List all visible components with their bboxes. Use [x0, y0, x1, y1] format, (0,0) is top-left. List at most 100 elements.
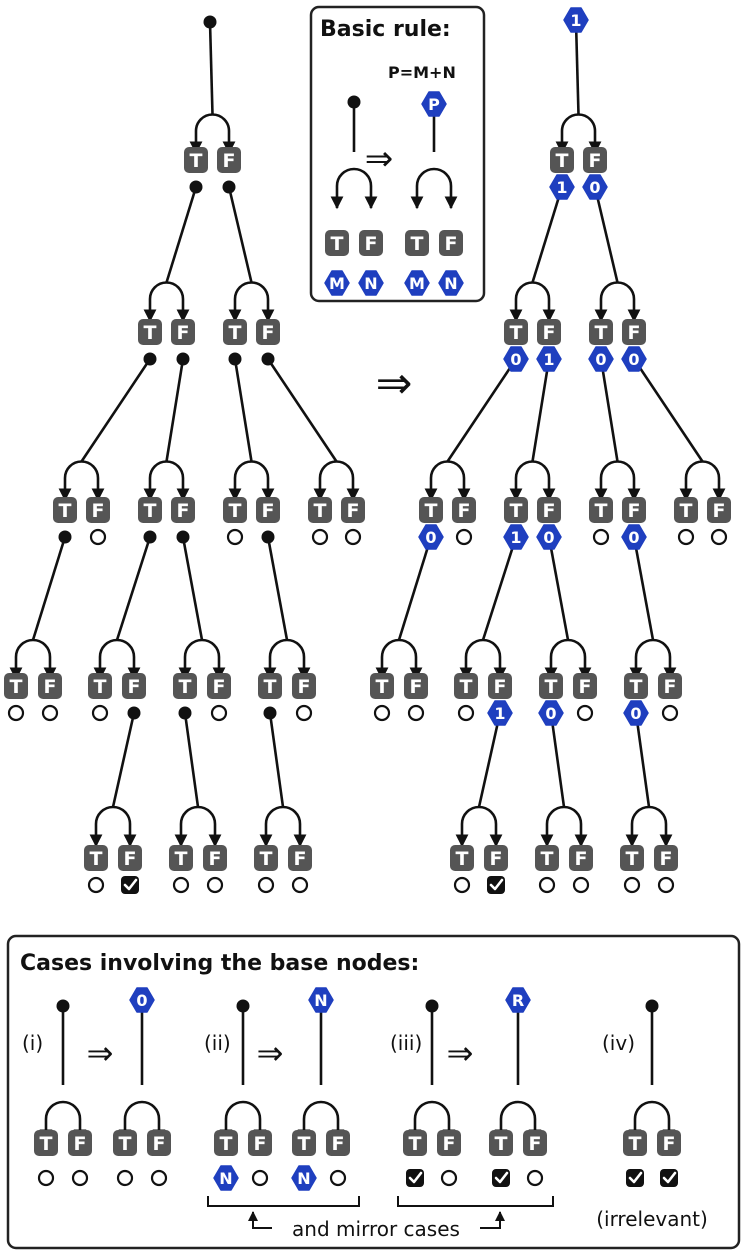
node-label: F — [543, 500, 556, 522]
fork-arc-8-t — [174, 805, 199, 848]
choice-dot — [176, 352, 190, 366]
false-node — [288, 845, 312, 871]
fork-arc-34-f — [431, 1100, 456, 1143]
node-label: T — [595, 322, 608, 344]
open-leaf-circle — [407, 704, 425, 722]
fork-arc-20-t — [455, 805, 480, 848]
choice-dot — [261, 530, 275, 544]
fork-arc-27-t — [679, 460, 703, 502]
fork-arc-12-t — [259, 805, 284, 848]
node-label: T — [314, 500, 327, 522]
value-badge-text: 1 — [556, 178, 567, 197]
fork-arc-16-f — [447, 460, 471, 502]
bracket-arrow-right — [480, 1211, 505, 1229]
false-node — [452, 497, 476, 523]
open-leaf-circle — [150, 1169, 168, 1187]
false-node — [573, 673, 597, 699]
tree-edge — [111, 712, 136, 808]
fork-arc-24-t — [594, 460, 618, 502]
value-badge — [505, 987, 531, 1013]
open-leaf-circle — [710, 528, 728, 546]
tree-edge — [477, 712, 502, 808]
implies-arrow-case-iii: ⇒ — [447, 1034, 474, 1072]
value-badge — [538, 700, 564, 726]
open-leaf-circle — [116, 1169, 134, 1187]
node-label: F — [713, 500, 726, 522]
bracket-case-iii — [397, 1196, 554, 1207]
true-node — [454, 673, 478, 699]
true-node — [169, 845, 193, 871]
fork-arc-3-t — [9, 638, 34, 681]
fork-arc-5-t — [93, 638, 118, 681]
open-leaf-circle — [41, 704, 59, 722]
fork-arc-28-f — [353, 167, 378, 210]
choice-dot — [58, 530, 72, 544]
fork-arc-1-t — [143, 281, 167, 323]
choice-dot — [203, 15, 217, 29]
node-label: F — [92, 500, 105, 522]
value-badge-text: 0 — [510, 350, 521, 369]
fork-arc-22-f — [563, 805, 588, 848]
node-label: F — [153, 1133, 166, 1155]
node-label: F — [664, 676, 677, 698]
node-label: T — [90, 848, 103, 870]
fork-arc-15-t — [509, 281, 533, 323]
value-badge — [549, 174, 575, 200]
tree-edge — [531, 186, 564, 283]
node-label: T — [376, 676, 389, 698]
node-label: T — [556, 150, 569, 172]
fork-arc-4-t — [143, 460, 167, 502]
tree-edge — [549, 712, 566, 808]
false-node — [658, 673, 682, 699]
fork-arc-6-f — [112, 805, 137, 848]
false-node — [622, 497, 646, 523]
true-node — [138, 319, 162, 345]
node-label: T — [629, 1133, 642, 1155]
value-badge-text: 1 — [543, 350, 554, 369]
false-node — [484, 845, 508, 871]
tree-edge — [268, 712, 285, 808]
false-node — [437, 1130, 461, 1156]
false-node — [359, 230, 383, 256]
fork-arc-19-t — [459, 638, 484, 681]
false-node — [292, 673, 316, 699]
fork-arc-13-f — [336, 460, 360, 502]
true-node — [370, 673, 394, 699]
node-label: T — [229, 500, 242, 522]
true-node — [589, 497, 613, 523]
node-label: T — [144, 322, 157, 344]
value-badge — [324, 270, 350, 296]
fork-arc-15-f — [532, 281, 556, 323]
fork-arc-33-t — [297, 1100, 322, 1143]
node-label: T — [220, 1133, 233, 1155]
false-node — [171, 319, 195, 345]
value-badge-text: 0 — [545, 704, 556, 723]
value-badge — [536, 524, 562, 550]
node-label: T — [264, 676, 277, 698]
false-node — [171, 497, 195, 523]
choice-dot — [143, 530, 157, 544]
open-leaf-circle — [453, 876, 471, 894]
tree-edge — [115, 536, 152, 641]
true-node — [292, 1130, 316, 1156]
node-label: F — [74, 1133, 87, 1155]
fork-arc-17-f — [398, 638, 423, 681]
node-label: F — [494, 676, 507, 698]
check-mark — [494, 1171, 509, 1184]
value-badge — [129, 987, 155, 1013]
open-leaf-circle — [87, 876, 105, 894]
check-mark — [662, 1171, 677, 1184]
fork-arc-33-f — [320, 1100, 345, 1143]
open-leaf-circle — [329, 1169, 347, 1187]
node-label: F — [589, 150, 602, 172]
false-node — [654, 845, 678, 871]
node-label: T — [510, 500, 523, 522]
true-node — [450, 845, 474, 871]
fork-arc-34-t — [408, 1100, 433, 1143]
value-badge-text: N — [364, 274, 377, 293]
value-badge — [582, 174, 608, 200]
tree-edge — [481, 536, 518, 641]
false-node — [118, 845, 142, 871]
open-leaf-circle — [291, 876, 309, 894]
value-badge-text: M — [329, 274, 345, 293]
